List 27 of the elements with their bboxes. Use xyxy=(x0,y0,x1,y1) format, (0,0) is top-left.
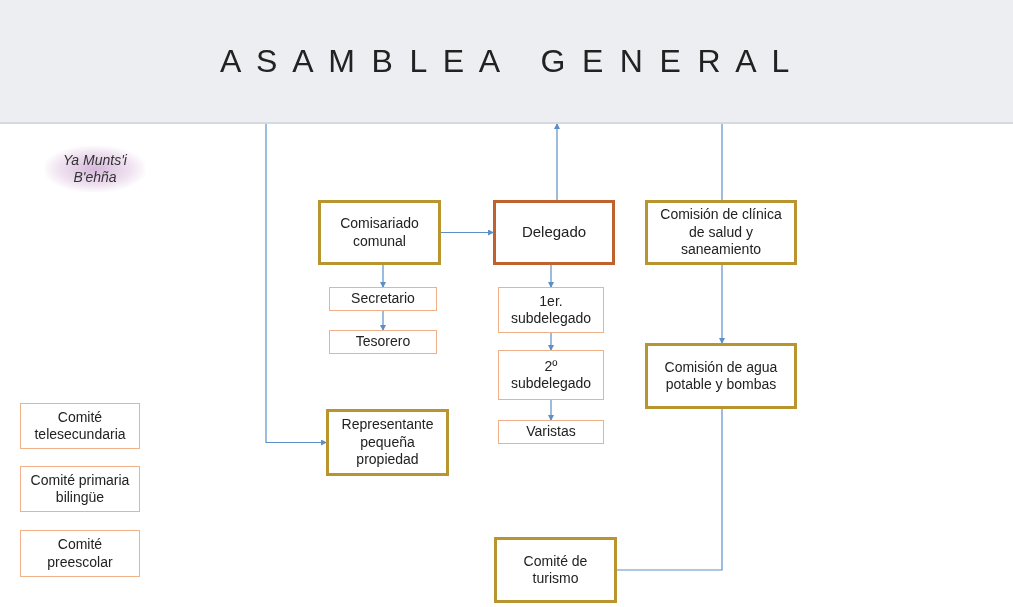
role-box: Tesorero xyxy=(329,330,437,354)
role-box: Comité telesecundaria xyxy=(20,403,140,449)
connector-line xyxy=(265,123,327,446)
role-box: 1er. subdelegado xyxy=(498,287,604,333)
title-label: Ya Munts'i B'ehña xyxy=(45,146,145,192)
connector-line xyxy=(440,229,494,236)
role-box: 2º subdelegado xyxy=(498,350,604,400)
header-band: A S A M B L E A G E N E R A L xyxy=(0,0,1013,124)
org-box: Comité de turismo xyxy=(494,537,617,603)
org-box: Representante pequeña propiedad xyxy=(326,409,449,476)
role-box: Comité preescolar xyxy=(20,530,140,577)
role-box: Comité primaria bilingüe xyxy=(20,466,140,512)
org-box: Comisariado comunal xyxy=(318,200,441,265)
role-box: Varistas xyxy=(498,420,604,444)
connector-line xyxy=(554,123,560,201)
org-box: Delegado xyxy=(493,200,615,265)
connector-line xyxy=(719,264,725,344)
org-box: Comisión de clínica de salud y saneamiento xyxy=(645,200,797,265)
connector-line xyxy=(548,332,554,351)
connector-line xyxy=(548,264,554,288)
connector-line xyxy=(721,123,723,201)
org-box: Comisión de agua potable y bombas xyxy=(645,343,797,409)
connector-line xyxy=(548,399,554,421)
connector-line xyxy=(380,310,386,331)
connector-line xyxy=(380,264,386,288)
connector-line xyxy=(616,408,723,571)
role-box: Secretario xyxy=(329,287,437,311)
